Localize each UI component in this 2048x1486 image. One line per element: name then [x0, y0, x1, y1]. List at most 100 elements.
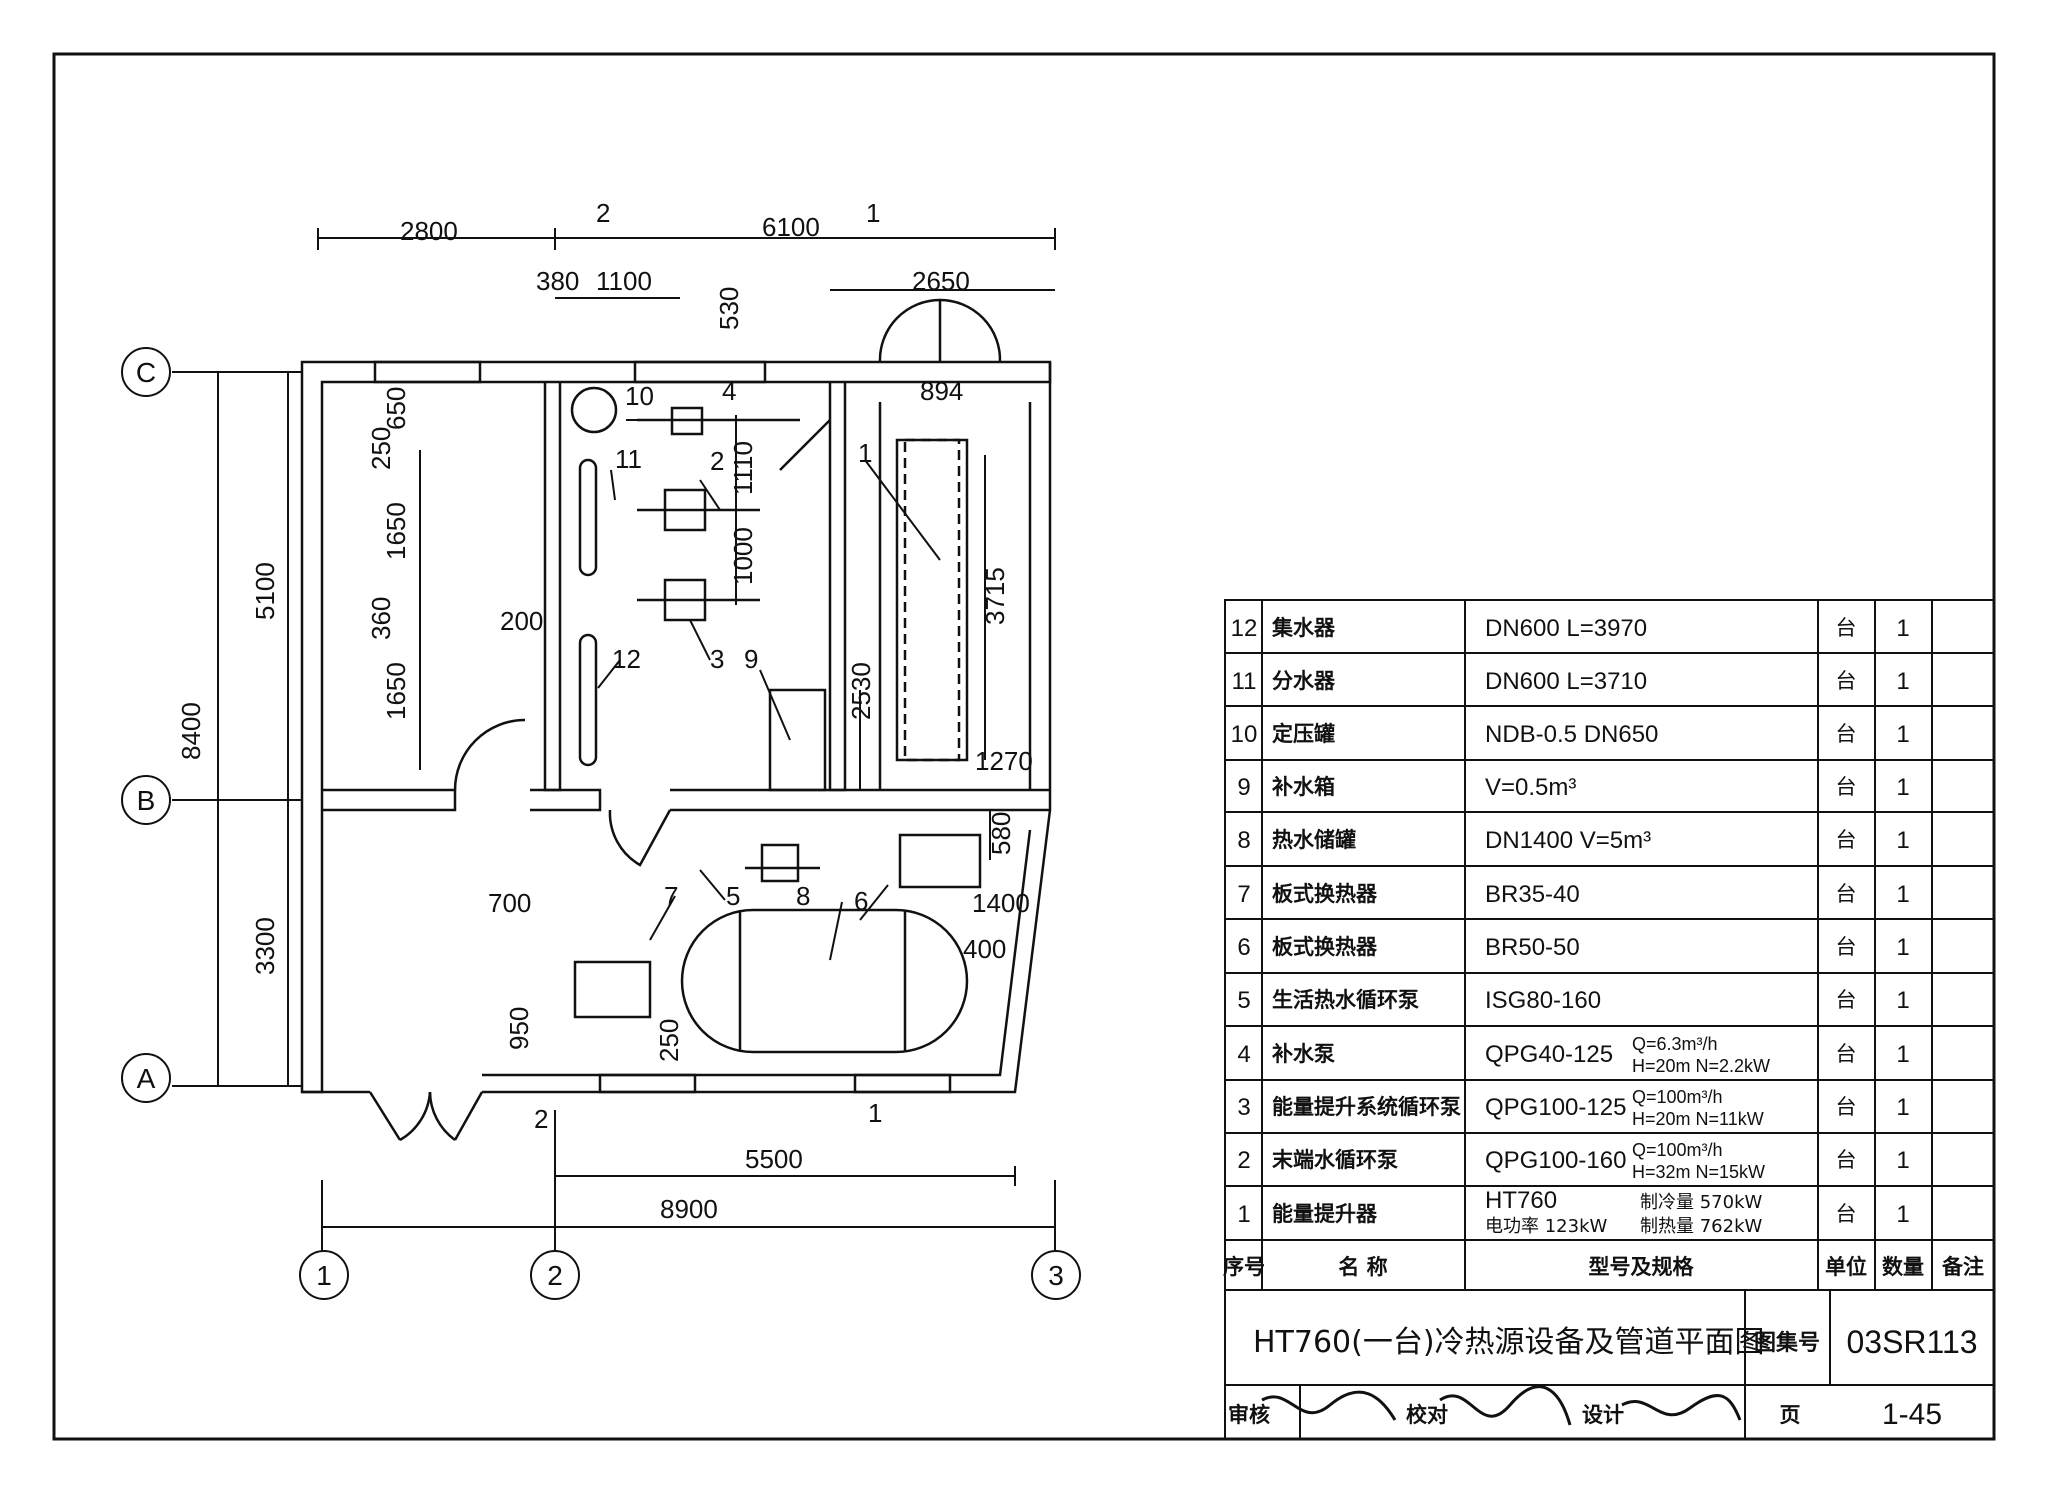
- dim-3715: 3715: [980, 567, 1010, 625]
- header-name: 名 称: [1338, 1255, 1387, 1279]
- row-11-no: 11: [1232, 668, 1257, 695]
- dim-2530: 2530: [846, 662, 876, 720]
- row-1-spec: HT760: [1485, 1187, 1557, 1214]
- row-7-spec: BR35-40: [1485, 881, 1580, 908]
- row-5-name: 生活热水循环泵: [1272, 988, 1419, 1012]
- row-6-name: 板式换热器: [1272, 935, 1378, 959]
- row-12-unit: 台: [1836, 616, 1857, 640]
- expansion-tank-symbol: [570, 386, 618, 434]
- header-unit: 单位: [1825, 1255, 1867, 1279]
- row-4-name: 补水泵: [1271, 1042, 1335, 1066]
- row-9-unit: 台: [1836, 775, 1857, 799]
- section-mark-bottom-2: 2: [534, 1104, 548, 1134]
- dim-1650-upper: 1650: [381, 502, 411, 560]
- tag-7: 7: [664, 881, 678, 911]
- row-7-qty: 1: [1896, 881, 1909, 908]
- row-12-spec: DN600 L=3970: [1485, 615, 1647, 642]
- tag-10: 10: [625, 381, 654, 411]
- row-2-no: 2: [1237, 1147, 1250, 1174]
- axis-bubbles: [121, 347, 1081, 1300]
- dimension-lines: [172, 228, 1056, 1270]
- row-2-flow: Q=100m³/h: [1632, 1140, 1723, 1160]
- dim-2800: 2800: [400, 216, 458, 246]
- floor-plan: [300, 298, 1052, 1142]
- row-3-head-power: H=20m N=11kW: [1632, 1109, 1764, 1129]
- row-10-no: 10: [1231, 721, 1258, 748]
- dim-950: 950: [504, 1007, 534, 1050]
- row-6-unit: 台: [1836, 935, 1857, 959]
- row-6-qty: 1: [1896, 934, 1909, 961]
- axis-b: B: [137, 785, 156, 816]
- section-mark-bottom-1: 1: [868, 1098, 882, 1128]
- tag-11: 11: [615, 444, 642, 474]
- axis-c: C: [136, 357, 156, 388]
- axis-3: 3: [1048, 1260, 1064, 1291]
- row-9-spec: V=0.5m³: [1485, 774, 1576, 801]
- row-5-unit: 台: [1836, 988, 1857, 1012]
- row-11-spec: DN600 L=3710: [1485, 668, 1647, 695]
- check-label: 校对: [1406, 1403, 1448, 1427]
- tag-4: 4: [722, 376, 736, 406]
- row-8-name: 热水储罐: [1272, 828, 1356, 852]
- row-6-no: 6: [1237, 934, 1250, 961]
- row-11-unit: 台: [1836, 669, 1857, 693]
- row-4-no: 4: [1237, 1041, 1250, 1068]
- row-2-unit: 台: [1836, 1148, 1857, 1172]
- header-spec: 型号及规格: [1589, 1255, 1695, 1279]
- row-6-spec: BR50-50: [1485, 934, 1580, 961]
- col-unit: 台 台 台 台 台 台 台 台 台 台 台 台: [1836, 616, 1857, 1226]
- row-10-spec: NDB-0.5 DN650: [1485, 721, 1658, 748]
- dim-1270: 1270: [975, 746, 1033, 776]
- table-header: 序号 名 称 型号及规格 单位 数量 备注: [1223, 1255, 1984, 1279]
- tag-2: 2: [710, 446, 724, 476]
- row-9-qty: 1: [1896, 774, 1909, 801]
- equipment-table-grid: [1224, 599, 1995, 1440]
- tag-9: 9: [744, 644, 758, 674]
- row-9-no: 9: [1237, 774, 1250, 801]
- dim-700: 700: [488, 888, 531, 918]
- tag-3: 3: [710, 644, 724, 674]
- page-label: 页: [1780, 1403, 1801, 1427]
- dim-250-bottom: 250: [654, 1019, 684, 1062]
- row-8-qty: 1: [1896, 827, 1909, 854]
- leader-lines: [597, 419, 941, 961]
- design-label: 设计: [1582, 1403, 1624, 1427]
- row-12-name: 集水器: [1271, 616, 1336, 640]
- axis-a: A: [137, 1063, 156, 1094]
- axis-1: 1: [316, 1260, 332, 1291]
- row-2-head-power: H=32m N=15kW: [1632, 1162, 1765, 1182]
- dim-894: 894: [920, 376, 963, 406]
- row-4-flow: Q=6.3m³/h: [1632, 1034, 1718, 1054]
- equipment-table: 12 11 10 9 8 7 6 5 4 3 2 1 集水器 分水器 定压罐 补…: [1223, 615, 1984, 1279]
- row-5-spec: ISG80-160: [1485, 987, 1601, 1014]
- row-4-spec: QPG40-125: [1485, 1041, 1613, 1068]
- tag-1: 1: [858, 438, 872, 468]
- row-2-spec: QPG100-160: [1485, 1147, 1626, 1174]
- row-3-unit: 台: [1836, 1095, 1857, 1119]
- dim-530: 530: [714, 287, 744, 330]
- row-9-name: 补水箱: [1271, 775, 1335, 799]
- dimension-labels: 2800 6100 380 1100 2650 2 1 2 1 530 894 …: [176, 198, 1033, 1224]
- col-qty: 1 1 1 1 1 1 1 1 1 1 1 1: [1896, 615, 1909, 1228]
- equipment-tags: 1 2 3 4 5 6 7 8 9 10 11 12: [612, 376, 872, 916]
- dim-1100: 1100: [596, 266, 652, 296]
- dim-5500: 5500: [745, 1144, 803, 1174]
- row-1-qty: 1: [1896, 1201, 1909, 1228]
- dim-200: 200: [500, 606, 543, 636]
- col-no: 12 11 10 9 8 7 6 5 4 3 2 1: [1231, 615, 1258, 1228]
- tag-8: 8: [796, 881, 810, 911]
- dim-250: 250: [366, 427, 396, 470]
- atlas-label: 图集号: [1754, 1330, 1820, 1356]
- tag-12: 12: [612, 644, 641, 674]
- checker-signature: [1439, 1385, 1572, 1426]
- reviewer-signature: [1261, 1390, 1397, 1421]
- header-no: 序号: [1223, 1255, 1265, 1279]
- axis-labels: C B A 1 2 3: [136, 357, 1064, 1291]
- col-spec: DN600 L=3970 DN600 L=3710 NDB-0.5 DN650 …: [1485, 615, 1658, 1214]
- row-3-qty: 1: [1896, 1094, 1909, 1121]
- row-3-flow: Q=100m³/h: [1632, 1087, 1723, 1107]
- dim-400: 400: [963, 934, 1006, 964]
- section-mark-top-2: 2: [596, 198, 610, 228]
- dim-1400: 1400: [972, 888, 1030, 918]
- row-1-name: 能量提升器: [1272, 1202, 1378, 1226]
